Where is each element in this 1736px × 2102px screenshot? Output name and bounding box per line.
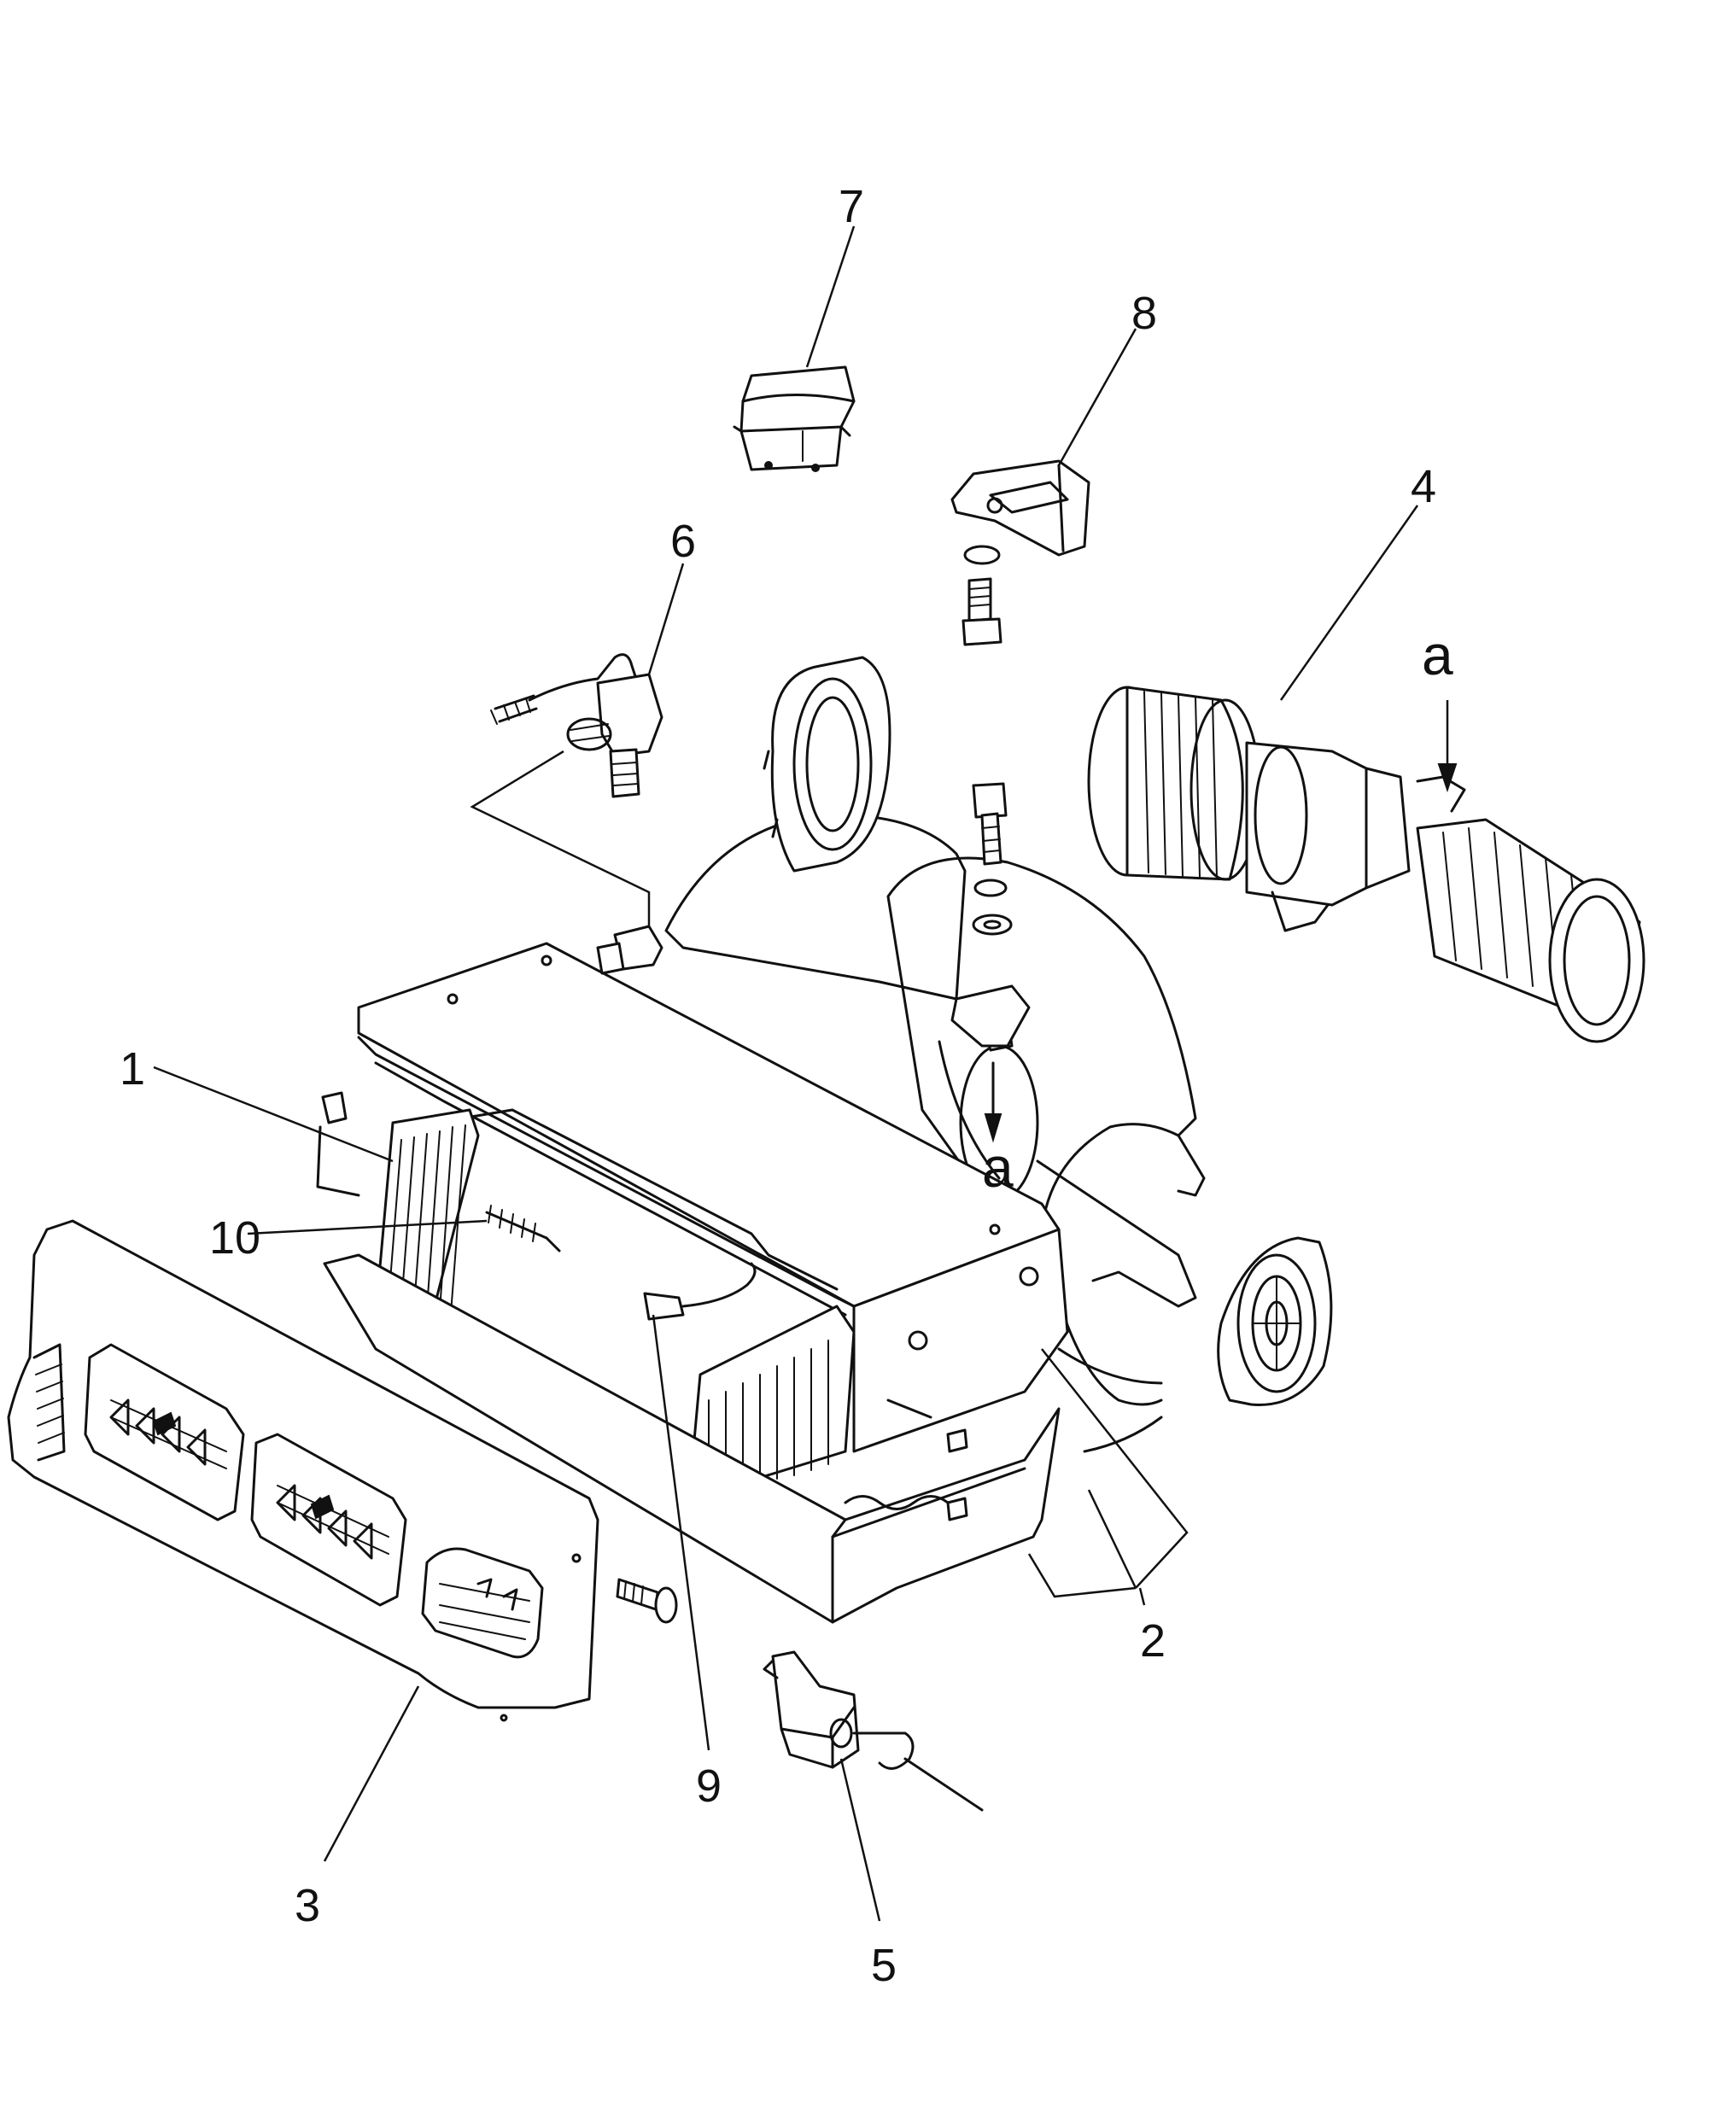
part-6-expansion-valve bbox=[490, 653, 663, 798]
callout-5: 5 bbox=[871, 1940, 897, 1991]
fan-inlet-grille bbox=[1217, 1236, 1333, 1406]
callout-3: 3 bbox=[295, 1880, 320, 1931]
main-unit-case bbox=[316, 925, 1069, 1624]
callout-4: 4 bbox=[1411, 461, 1436, 512]
part-7-relay-cap bbox=[733, 365, 856, 472]
callout-7: 7 bbox=[839, 181, 864, 232]
callout-6: 6 bbox=[670, 516, 696, 567]
part-4-blower-motor bbox=[1087, 686, 1645, 1043]
view-mark-a-lower: a bbox=[982, 1136, 1014, 1199]
part-10-thermistor bbox=[485, 1205, 561, 1252]
part-2-blower-housing bbox=[664, 782, 1206, 1453]
view-arrow-a-upper bbox=[1437, 700, 1458, 793]
part-9-sensor bbox=[643, 1262, 757, 1321]
part-5-resistor bbox=[763, 1650, 984, 1812]
fan-inlet-ring bbox=[763, 656, 891, 873]
part-3-front-grille bbox=[7, 1219, 599, 1722]
callout-labels: 7 8 6 4 1 10 9 3 5 2 a a bbox=[120, 181, 1453, 1991]
view-mark-a-upper: a bbox=[1422, 623, 1453, 686]
grille-screw bbox=[616, 1578, 678, 1624]
callout-9: 9 bbox=[696, 1760, 722, 1812]
callout-2: 2 bbox=[1140, 1615, 1166, 1667]
part-8-relay-bracket bbox=[950, 459, 1090, 646]
callout-8: 8 bbox=[1131, 288, 1157, 339]
leader-lines bbox=[153, 225, 1419, 1922]
callout-1: 1 bbox=[120, 1043, 145, 1095]
callout-10: 10 bbox=[209, 1212, 260, 1264]
